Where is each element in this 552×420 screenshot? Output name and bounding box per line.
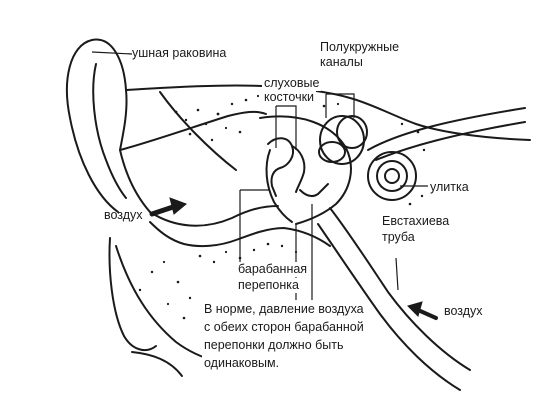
ear-canal-upper-wall bbox=[119, 110, 267, 151]
pointer-canals bbox=[325, 93, 355, 118]
stapes bbox=[299, 183, 329, 198]
pointer-eustachian bbox=[395, 257, 399, 291]
incus bbox=[291, 145, 306, 193]
semicircular-canal-3 bbox=[318, 141, 346, 163]
temporal-bone-upper bbox=[125, 84, 531, 141]
label-eustachian-line2: труба bbox=[382, 230, 415, 244]
label-auricle: ушная раковина bbox=[132, 46, 227, 60]
arrow-air-left-head bbox=[169, 197, 187, 215]
auditory-nerve-lower bbox=[375, 121, 526, 161]
auditory-nerve bbox=[367, 107, 526, 151]
arrow-air-right bbox=[416, 308, 438, 320]
label-air-right: воздух bbox=[442, 304, 485, 319]
middle-ear-cavity bbox=[259, 115, 352, 225]
note-line-3: перепонки должно быть bbox=[202, 336, 366, 354]
pointer-eardrum bbox=[239, 189, 270, 262]
label-eustachian-line1: Евстахиева bbox=[382, 214, 450, 228]
skull-skin-lower bbox=[131, 351, 183, 377]
label-semicircular-canals-line1: Полукружные bbox=[320, 40, 400, 54]
pressure-note: В норме, давление воздуха с обеих сторон… bbox=[202, 300, 366, 372]
label-ossicles-line2: косточки bbox=[262, 90, 317, 105]
label-air-left: воздух bbox=[104, 208, 143, 222]
note-line-4: одинаковым. bbox=[202, 354, 366, 372]
cochlea-outer bbox=[367, 151, 417, 201]
auricle-outline bbox=[66, 38, 151, 213]
cochlea-mid bbox=[376, 160, 408, 192]
note-line-1: В норме, давление воздуха bbox=[202, 300, 366, 318]
cochlea-inner bbox=[384, 168, 400, 184]
pointer-auricle bbox=[91, 51, 133, 55]
malleus bbox=[267, 137, 294, 197]
label-eardrum-line2: перепонка bbox=[236, 278, 301, 293]
eustachian-tube-lower-wall bbox=[317, 223, 461, 391]
lower-bone-outline bbox=[149, 221, 331, 248]
eustachian-tube-upper-wall bbox=[329, 207, 471, 371]
eardrum-membrane bbox=[265, 149, 293, 223]
ear-canal-floor bbox=[149, 205, 279, 227]
semicircular-canal-2 bbox=[336, 115, 368, 149]
label-cochlea: улитка bbox=[430, 180, 469, 194]
earlobe bbox=[108, 237, 157, 352]
pointer-ossicles bbox=[275, 105, 297, 150]
label-semicircular-canals-line2: каналы bbox=[320, 55, 363, 69]
label-ossicles-line1: слуховые bbox=[262, 76, 322, 91]
label-eardrum-line1: барабанная bbox=[236, 262, 310, 277]
note-line-2: с обеих сторон барабанной bbox=[202, 318, 366, 336]
arrow-air-right-head bbox=[407, 301, 423, 317]
semicircular-canal-1 bbox=[319, 115, 365, 165]
temporal-bone-inner bbox=[159, 91, 237, 171]
auricle-inner-fold bbox=[92, 63, 127, 199]
